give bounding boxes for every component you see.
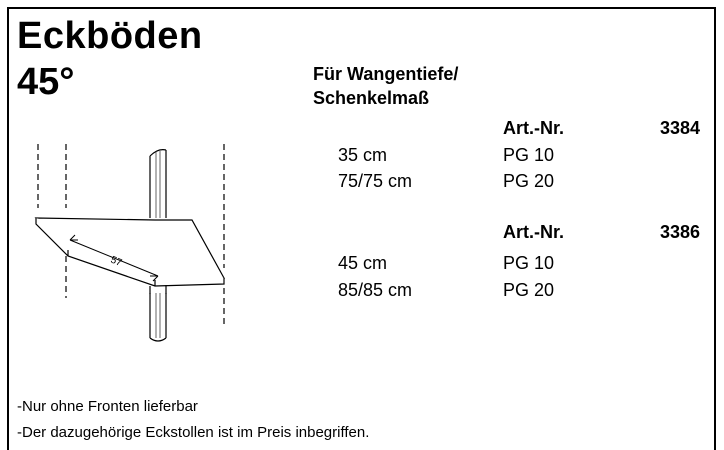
depth-value: 75/75 cm xyxy=(338,171,413,191)
depth-value: 85/85 cm xyxy=(338,280,413,300)
note-line: -Nur ohne Fronten lieferbar xyxy=(17,398,198,415)
corner-shelf-drawing: 57 xyxy=(34,144,226,342)
art-number: 3386 xyxy=(660,222,701,242)
product-title: Eckböden xyxy=(17,15,203,57)
depth-heading-line1: Für Wangentiefe/ xyxy=(313,64,459,84)
art-number: 3384 xyxy=(660,118,701,138)
depth-heading-line2: Schenkelmaß xyxy=(313,88,430,108)
dimension-label: 57 xyxy=(109,255,124,270)
price-group: PG 10 xyxy=(503,253,555,273)
sheet-frame xyxy=(7,7,716,450)
depth-column-heading: Für Wangentiefe/ Schenkelmaß xyxy=(313,62,458,110)
art-label: Art.-Nr. xyxy=(503,222,565,242)
note-line: -Der dazugehörige Eckstollen ist im Prei… xyxy=(17,424,370,441)
price-group: PG 10 xyxy=(503,145,555,165)
product-angle: 45° xyxy=(17,61,75,103)
art-label: Art.-Nr. xyxy=(503,118,565,138)
price-group: PG 20 xyxy=(503,171,555,191)
price-group: PG 20 xyxy=(503,280,555,300)
depth-value: 35 cm xyxy=(338,145,388,165)
depth-value: 45 cm xyxy=(338,253,388,273)
